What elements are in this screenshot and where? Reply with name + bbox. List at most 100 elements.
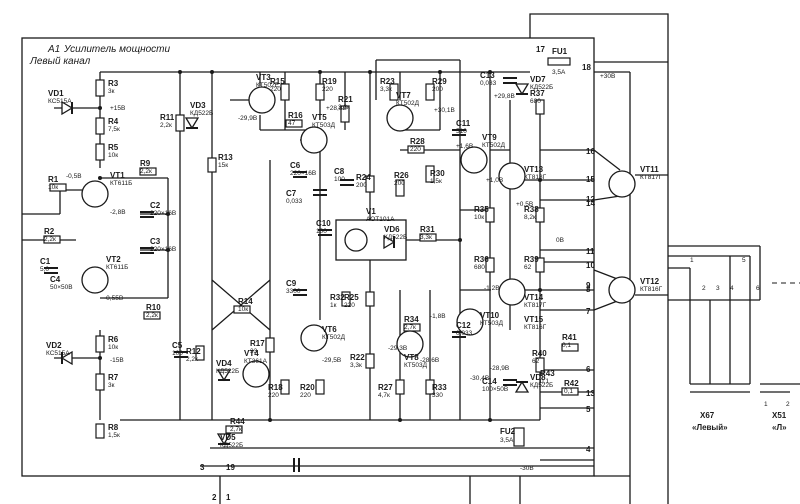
connector-x67: X67 «Левый» 1 2 3 4 5 6 — [690, 257, 760, 432]
resistor-ref: R30 — [430, 169, 445, 178]
voltage-label: -28,9В — [490, 365, 509, 372]
capacitor-ref: C13 — [480, 71, 495, 80]
diode-type: КД522Б — [190, 110, 213, 117]
diode-ref: VD8 — [530, 373, 546, 382]
transistor-ref: VT9 — [482, 133, 497, 142]
voltage-label: -2,8В — [110, 209, 126, 216]
resistor-ref: R15 — [270, 77, 285, 86]
resistor-ref: R21 — [338, 95, 353, 104]
diode-type: КД522Б — [220, 442, 243, 449]
node-number: 4 — [586, 445, 591, 454]
resistor-ref: R18 — [268, 383, 283, 392]
x51-pin: 1 — [764, 401, 768, 408]
resistor-value: 200 — [394, 180, 405, 187]
voltage-label: +0,5В — [516, 201, 533, 208]
voltage-label: -29,5В — [322, 357, 341, 364]
resistor-value: 200 — [356, 182, 367, 189]
node-number: 10 — [586, 261, 595, 270]
node-number: 2 — [212, 493, 217, 502]
resistor-value: 3,3к — [380, 86, 392, 93]
resistor-ref: R11 — [160, 113, 175, 122]
transistor-type: КТ502Д — [396, 100, 420, 107]
transistor-type: КТ503Д — [480, 320, 504, 327]
node-number: 19 — [226, 463, 235, 472]
transistor-ref: VT1 — [110, 171, 125, 180]
resistor-ref: R28 — [410, 137, 425, 146]
voltage-label: +28,8В — [326, 105, 347, 112]
node-number: 1 — [226, 493, 231, 502]
capacitor-value: 220×16В — [150, 210, 176, 217]
transistor-type: КТ502Е — [256, 82, 280, 89]
capacitor-ref: C14 — [482, 377, 497, 386]
connector-x51-label: «Л» — [772, 423, 787, 432]
voltage-label: +15В — [110, 105, 125, 112]
transistor-type: КТ818Г — [524, 174, 547, 181]
node-number: 15 — [586, 175, 595, 184]
transistor-ref: VT4 — [244, 349, 259, 358]
transistor-ref: VT12 — [640, 277, 660, 286]
resistor-ref: R10 — [146, 303, 161, 312]
transistor-ref: VT5 — [312, 113, 327, 122]
capacitor-value: 100 — [334, 176, 345, 183]
resistor-value: 220 — [322, 86, 333, 93]
resistor-ref: R31 — [420, 225, 435, 234]
resistor-ref: R38 — [524, 205, 539, 214]
x67-pin: 2 — [702, 285, 706, 292]
diode-type: КД522Б — [384, 234, 407, 241]
resistor-ref: R37 — [530, 89, 545, 98]
x67-pin: 4 — [730, 285, 734, 292]
optocoupler-ref: V1 — [366, 207, 376, 216]
connector-x67-label: «Левый» — [692, 423, 728, 432]
block-name: Усилитель мощности — [63, 44, 170, 55]
voltage-label: -30В — [520, 465, 534, 472]
transistor-type: КТ816Г — [640, 286, 663, 293]
fuse-ref: FU1 — [552, 47, 568, 56]
resistor-ref: R34 — [404, 315, 419, 324]
resistor-value: 330 — [432, 392, 443, 399]
resistor-ref: R36 — [474, 255, 489, 264]
x67-pin: 5 — [742, 257, 746, 264]
transistor-ref: VT2 — [106, 255, 121, 264]
resistor-value: 680 — [474, 264, 485, 271]
resistor-value: 220 — [300, 392, 311, 399]
resistor-value: 7,5к — [108, 126, 120, 133]
node-number: 6 — [586, 365, 591, 374]
resistor-value: 3к — [108, 88, 115, 95]
capacitor-ref: C2 — [150, 201, 161, 210]
transistor-type: КТ611Б — [106, 264, 128, 271]
node-number: 17 — [536, 45, 545, 54]
resistor-ref: R27 — [378, 383, 393, 392]
resistor-value: 2,2к — [160, 122, 172, 129]
capacitor-ref: C12 — [456, 321, 471, 330]
resistor-value: 62 — [532, 358, 540, 365]
transistor-type: КТ502Д — [482, 142, 506, 149]
voltage-label: -29,3В — [388, 345, 407, 352]
transistor-ref: VT15 — [524, 315, 544, 324]
diode-type: КС515А — [46, 350, 70, 357]
transistor-type: КТ502Д — [322, 334, 346, 341]
transistor-type: КТ817Г — [640, 174, 663, 181]
diode-type: КД522Б — [530, 84, 553, 91]
node-number: 7 — [586, 307, 591, 316]
resistor-ref: R25 — [344, 293, 359, 302]
resistor-ref: R44 — [230, 417, 245, 426]
resistor-value: 2,2к — [146, 312, 158, 319]
capacitor-value: 3300 — [286, 288, 301, 295]
transistor-type: КТ503Д — [404, 362, 428, 369]
voltage-label: +1,0В — [486, 177, 503, 184]
resistor-ref: R23 — [380, 77, 395, 86]
resistor-ref: R29 — [432, 77, 447, 86]
resistor-value: 3к — [108, 382, 115, 389]
diode-type: КД522Б — [216, 368, 239, 375]
resistor-ref: R14 — [238, 297, 253, 306]
diode-ref: VD4 — [216, 359, 232, 368]
resistor-value: 220 — [270, 86, 281, 93]
capacitor-ref: C10 — [316, 219, 331, 228]
resistor-value: 10к — [474, 214, 484, 221]
voltage-label: 0В — [556, 237, 564, 244]
diode-type: КД522Б — [530, 382, 553, 389]
transistor-ref: VT6 — [322, 325, 337, 334]
resistor-value: 220 — [344, 302, 355, 309]
resistor-ref: R43 — [540, 369, 555, 378]
